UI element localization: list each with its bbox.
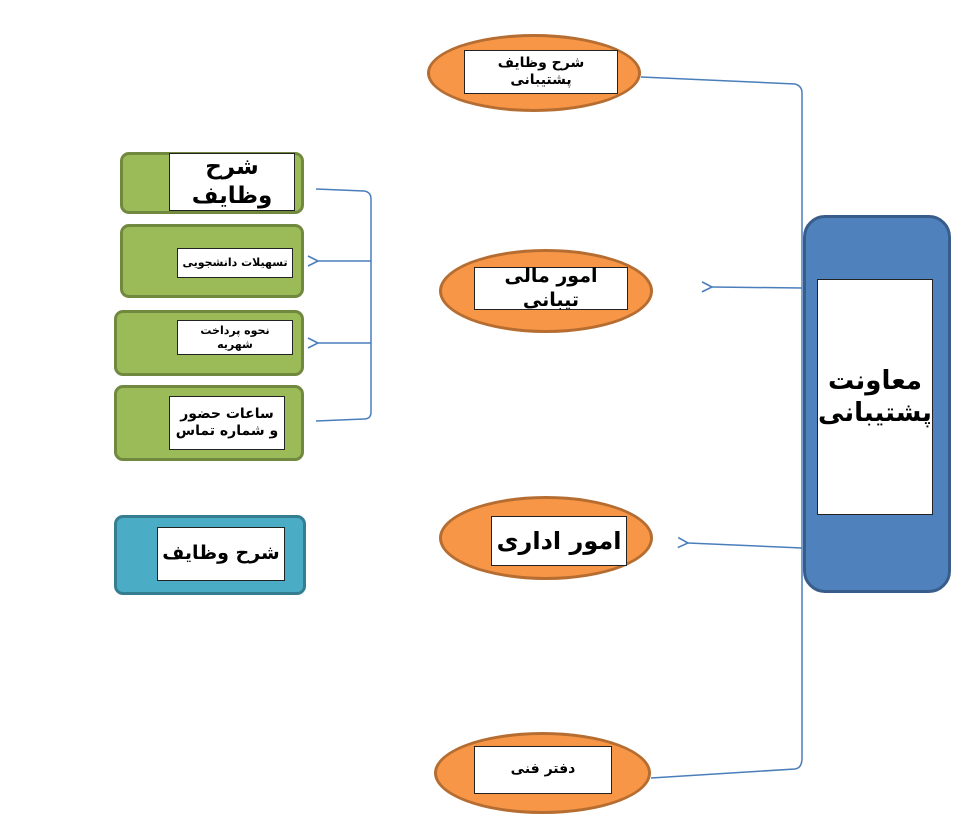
administrative-label: امور اداری — [491, 516, 627, 566]
hours-contact-label: ساعات حضور و شماره تماس — [169, 396, 285, 450]
root-label: معاونت پشتیبانی — [817, 279, 933, 515]
student-facilities-label: تسهیلات دانشجویی — [177, 248, 293, 278]
root-bracket-line — [640, 76, 803, 779]
tuition-payment-label: نحوه پرداخت شهریه — [177, 320, 293, 355]
technical-office-label: دفتر فنی — [474, 746, 612, 794]
support-duties-label: شرح وظایف پشتیبانی — [464, 50, 618, 94]
arrow-to-financial — [712, 287, 803, 288]
arrow-to-administrative — [688, 543, 803, 549]
financial-bracket-line — [315, 188, 372, 422]
financial-label: امور مالی تیبانی — [474, 265, 628, 311]
financial-duties-label: شرح وظایف — [169, 153, 295, 211]
administrative-duties-label: شرح وظایف — [157, 527, 285, 581]
